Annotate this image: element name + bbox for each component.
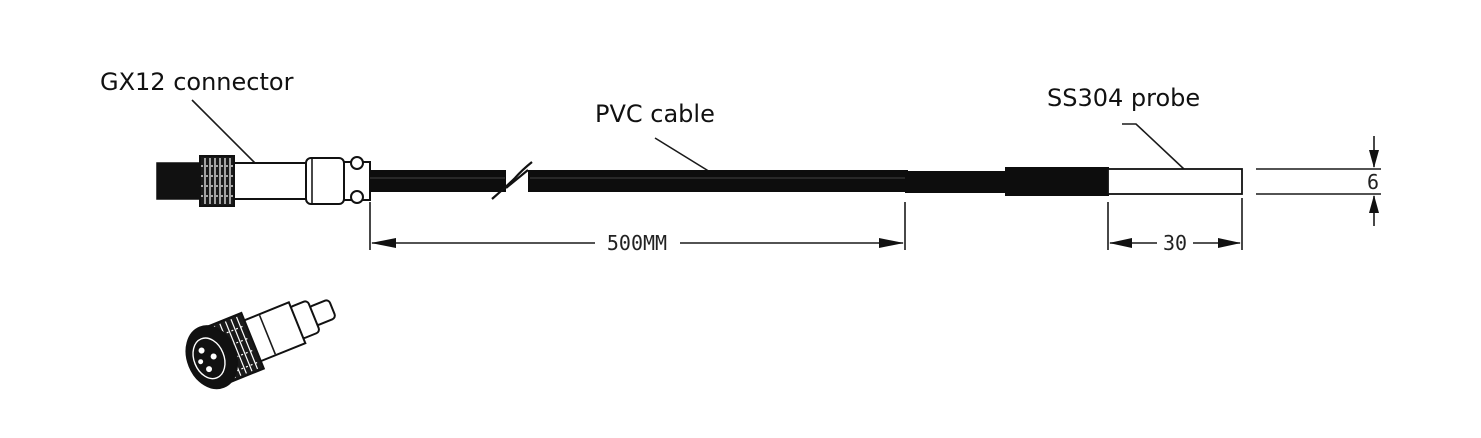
gx12-connector [156, 155, 371, 207]
cable-length-dimension: 500MM [369, 202, 906, 255]
probe-diameter-label: 6 [1367, 170, 1379, 194]
ss304-probe-assembly [905, 167, 1243, 196]
knurl-pattern [201, 158, 233, 204]
cable-segment-left [370, 170, 506, 192]
connector-label: GX12 connector [100, 68, 294, 96]
probe-label: SS304 probe [1047, 84, 1200, 112]
probe-leader-line [1122, 123, 1186, 171]
connector-leader-line [191, 99, 256, 164]
cable-segment-right [528, 170, 908, 192]
pvc-cable [370, 161, 908, 200]
cable-leader-line [654, 137, 716, 176]
connector-body [233, 162, 307, 200]
cable-length-label: 500MM [607, 231, 667, 255]
heat-shrink-sleeve [905, 171, 1007, 193]
probe-diameter-dimension: 6 [1256, 136, 1381, 226]
cable-break-mark [491, 161, 533, 200]
probe-tube [1107, 168, 1243, 195]
connector-knurled-nut [199, 155, 235, 207]
clamp-screw-bottom [350, 190, 364, 204]
connector-rear [156, 162, 208, 200]
cable-label: PVC cable [595, 100, 715, 128]
probe-length-label: 30 [1163, 231, 1187, 255]
clamp-screw-top [350, 156, 364, 170]
probe-length-dimension: 30 [1107, 198, 1243, 255]
connector-perspective-illustration [185, 299, 336, 390]
probe-transition [1005, 167, 1109, 196]
